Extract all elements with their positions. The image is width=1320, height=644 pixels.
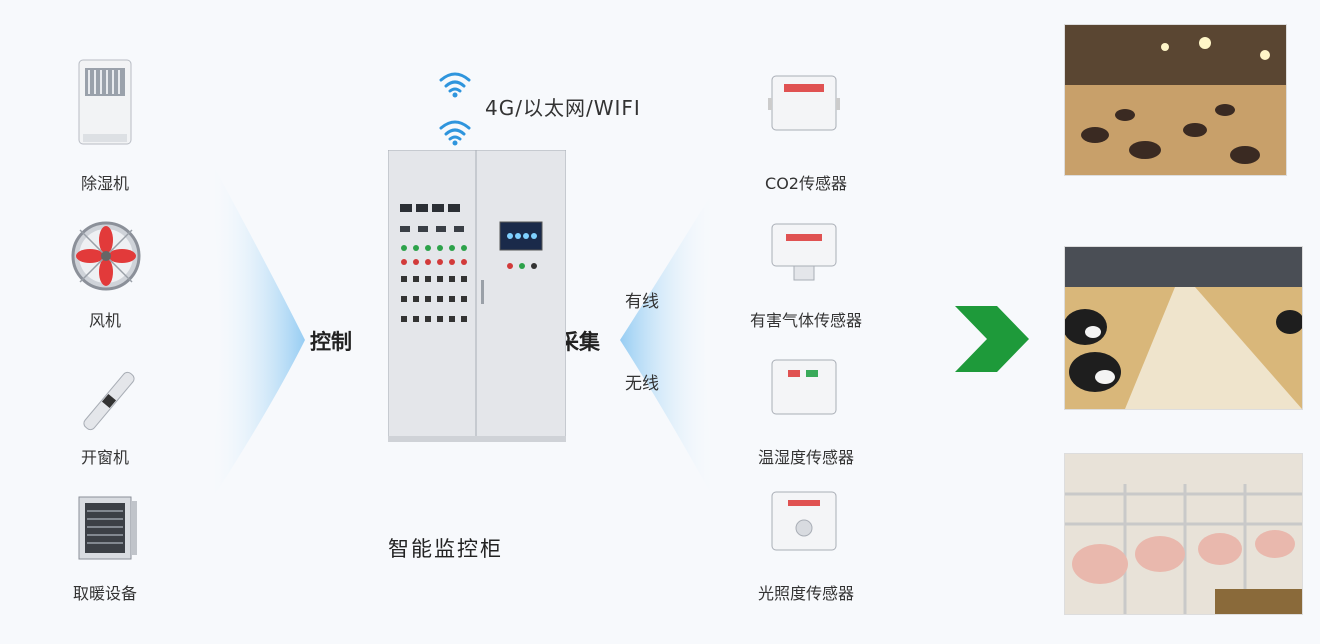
sensor-label-light: 光照度传感器 <box>757 584 854 603</box>
wireless-label: 无线 <box>625 374 659 394</box>
light-sensor-icon <box>768 490 840 554</box>
co2-sensor-icon <box>768 74 840 132</box>
heater-icon <box>75 495 140 565</box>
sensor-label-harmful-gas: 有害气体传感器 <box>749 311 862 330</box>
network-label: 4G/以太网/WIFI <box>485 96 641 120</box>
wifi-icon <box>435 66 475 146</box>
device-label-dehumidifier: 除湿机 <box>80 174 129 193</box>
sensor-label-temp-humidity: 温湿度传感器 <box>757 448 854 467</box>
control-label: 控制 <box>310 330 352 354</box>
dehumidifier-icon <box>75 58 135 146</box>
device-label-window-opener: 开窗机 <box>80 448 129 467</box>
fan-icon <box>70 220 142 292</box>
wired-label: 有线 <box>625 292 659 312</box>
cattle-barn-photo <box>1064 246 1303 410</box>
harmful-gas-sensor-icon <box>768 222 840 282</box>
control-glow <box>205 150 305 510</box>
temp-humidity-sensor-icon <box>768 358 840 416</box>
device-label-heater: 取暖设备 <box>72 584 137 603</box>
window-opener-icon <box>75 368 140 433</box>
chevron-right-icon <box>955 306 1029 372</box>
collect-glow <box>620 180 720 510</box>
control-cabinet <box>387 149 567 443</box>
poultry-barn-photo <box>1064 24 1287 176</box>
device-label-fan: 风机 <box>88 311 121 330</box>
sensor-label-co2: CO2传感器 <box>765 174 847 193</box>
cabinet-title: 智能监控柜 <box>388 537 503 561</box>
pig-barn-photo <box>1064 453 1303 615</box>
